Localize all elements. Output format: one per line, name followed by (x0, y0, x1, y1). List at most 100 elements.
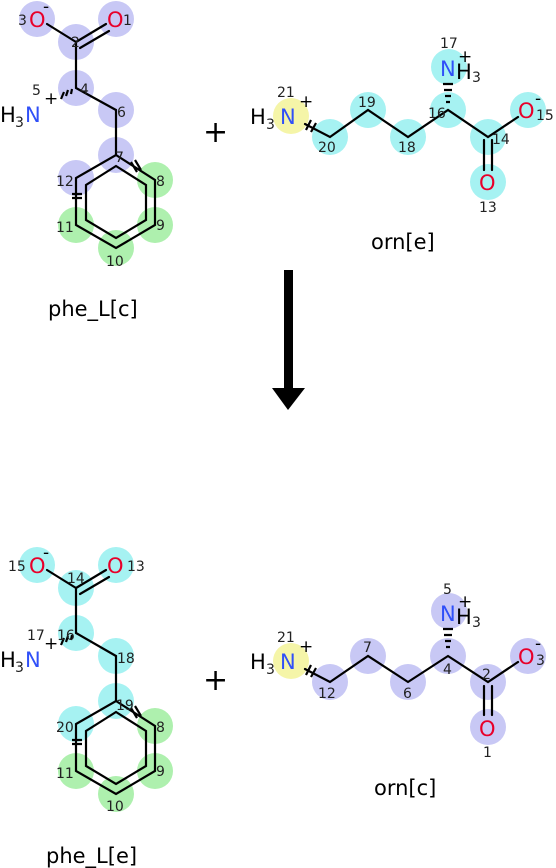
atom-nitrogen: N (280, 650, 296, 674)
atom-number: 2 (71, 35, 80, 51)
highlight-atom-3 (19, 1, 55, 37)
atom-hydrogen: H (456, 605, 472, 629)
atom-number: 13 (127, 559, 145, 575)
subscript-3: 3 (472, 70, 481, 86)
atom-number: 18 (117, 651, 135, 667)
bond (74, 86, 118, 112)
product-phe-L-e: O - O H 3 N + 15 14 13 17 16 18 19 8 20 … (0, 543, 173, 868)
plus-sign: + (203, 663, 228, 698)
stereo-hash (443, 82, 453, 104)
highlight-atom-17 (431, 49, 467, 85)
atom-oxygen: O (29, 554, 46, 578)
highlight-atom-13 (470, 164, 506, 200)
stereo-mark (72, 192, 82, 200)
atom-oxygen: O (479, 717, 496, 741)
charge-plus: + (44, 89, 58, 109)
stereo-mark (305, 664, 317, 678)
molecule-label: orn[e] (371, 230, 435, 254)
atom-number: 16 (57, 628, 75, 644)
charge-minus: - (43, 0, 49, 17)
atom-number: 19 (358, 95, 376, 111)
bond (74, 631, 118, 658)
atom-hydrogen: H (250, 650, 266, 674)
atom-number: 10 (106, 254, 124, 270)
subscript-3: 3 (266, 662, 275, 678)
atom-number: 10 (106, 799, 124, 815)
subscript-3: 3 (472, 615, 481, 631)
highlight-atom-13 (98, 547, 134, 583)
product-orn-c: N H 3 + H 3 N + O - O 5 21 7 4 3 12 6 2 … (250, 582, 546, 800)
benzene-ring (74, 153, 157, 250)
atom-number: 8 (156, 720, 165, 736)
atom-number: 14 (492, 132, 510, 148)
atom-number: 17 (27, 628, 45, 644)
charge-plus: + (299, 92, 313, 112)
atom-oxygen: O (107, 8, 124, 32)
atom-hydrogen: H (250, 105, 266, 129)
atom-number: 4 (443, 662, 452, 678)
charge-plus: + (299, 637, 313, 657)
atom-number: 18 (398, 140, 416, 156)
atom-number: 3 (18, 13, 27, 29)
atom-number: 6 (403, 686, 412, 702)
atom-number: 17 (440, 36, 458, 52)
subscript-3: 3 (15, 660, 24, 676)
atom-number: 2 (482, 667, 491, 683)
atom-number: 21 (277, 630, 295, 646)
charge-plus: + (458, 592, 472, 612)
reactant-orn-e: N H 3 + H 3 N + O - O 17 21 19 16 15 20 … (250, 36, 554, 254)
benzene-ring-inner (84, 710, 148, 786)
atom-number: 20 (56, 720, 74, 736)
atom-number: 21 (277, 85, 295, 101)
plus-sign: + (203, 115, 228, 150)
atom-hydrogen: H (0, 103, 16, 127)
atom-number: 5 (32, 83, 41, 99)
reactant-phe-L-c: O - O H 3 N + 3 2 1 5 4 6 7 8 9 10 11 12… (0, 0, 173, 322)
atom-number: 8 (156, 174, 165, 190)
atom-number: 3 (536, 653, 545, 669)
highlight-atom-15 (510, 92, 546, 128)
stereo-hash (443, 627, 453, 649)
atom-number: 1 (483, 745, 492, 761)
stereo-mark (72, 738, 82, 746)
bond (45, 22, 78, 44)
charge-minus: - (535, 634, 541, 654)
highlight-atom-5 (431, 593, 467, 629)
atom-nitrogen: N (440, 602, 456, 626)
atom-oxygen: O (518, 645, 535, 669)
bond-chain (303, 654, 520, 684)
atom-nitrogen: N (440, 57, 456, 81)
atom-number: 1 (123, 13, 132, 29)
stereo-mark (305, 119, 317, 133)
subscript-3: 3 (266, 117, 275, 133)
atom-oxygen: O (29, 8, 46, 32)
atom-number: 9 (156, 218, 165, 234)
atom-number: 15 (536, 108, 554, 124)
atom-number: 14 (67, 571, 85, 587)
benzene-ring (74, 699, 157, 796)
highlight-atom-3 (510, 638, 546, 674)
atom-nitrogen: N (25, 648, 41, 672)
stereo-hash (59, 88, 74, 100)
stereo-mark (130, 159, 142, 173)
bond (45, 568, 78, 590)
bond (78, 29, 111, 50)
stereo-mark (130, 705, 142, 719)
atom-oxygen: O (107, 554, 124, 578)
highlight-atom-15 (19, 547, 55, 583)
atom-nitrogen: N (25, 103, 41, 127)
highlight-atom-1 (98, 1, 134, 37)
atom-number: 6 (117, 105, 126, 121)
bond (74, 568, 108, 590)
atom-nitrogen: N (280, 105, 296, 129)
molecule-label: orn[c] (374, 776, 436, 800)
molecule-label: phe_L[e] (46, 844, 137, 868)
atom-number: 20 (318, 140, 336, 156)
highlight-atom-21 (273, 98, 309, 134)
atom-hydrogen: H (456, 60, 472, 84)
bond-chain (303, 108, 520, 139)
atom-number: 16 (428, 106, 446, 122)
atom-oxygen: O (518, 99, 535, 123)
atom-number: 9 (156, 764, 165, 780)
